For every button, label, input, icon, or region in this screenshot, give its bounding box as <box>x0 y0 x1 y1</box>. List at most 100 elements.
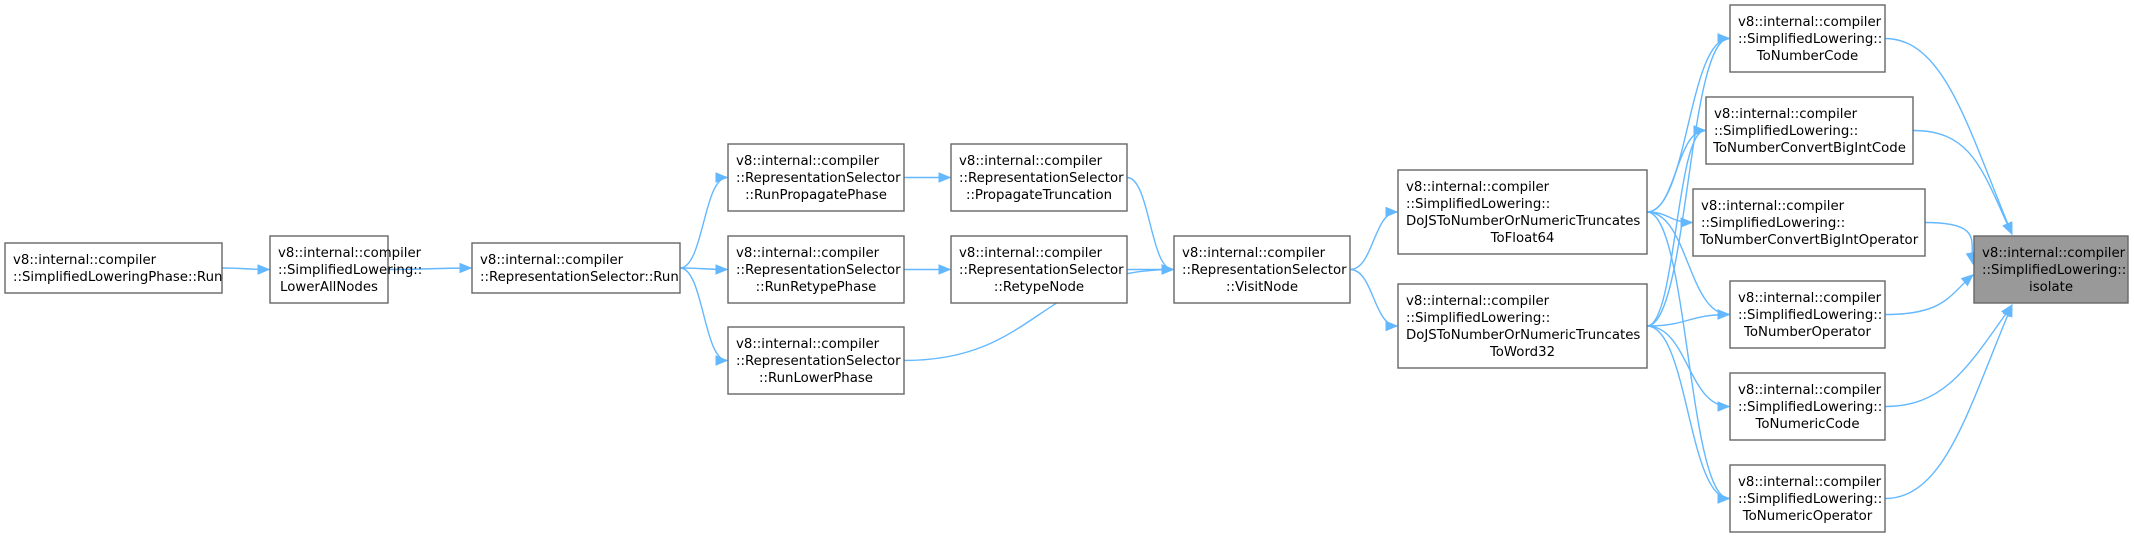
node-label-line: ToFloat64 <box>1490 231 1555 246</box>
node-to-number-convert-bigint-code[interactable]: v8::internal::compiler::SimplifiedLoweri… <box>1705 96 1914 165</box>
node-label-line: isolate <box>2029 280 2073 295</box>
node-label-line: ::RepresentationSelector <box>736 354 901 369</box>
edge-line <box>1884 37 2013 235</box>
edge-arrowhead <box>1717 401 1731 412</box>
node-label-line: v8::internal::compiler <box>736 246 880 261</box>
node-to-number-convert-bigint-operator[interactable]: v8::internal::compiler::SimplifiedLoweri… <box>1692 188 1926 257</box>
node-run-lower-phase[interactable]: v8::internal::compiler::RepresentationSe… <box>727 326 905 395</box>
node-label-line: ::SimplifiedLowering:: <box>1701 216 1845 231</box>
node-lower-all-nodes[interactable]: v8::internal::compiler::SimplifiedLoweri… <box>269 235 422 304</box>
node-label-line: v8::internal::compiler <box>1982 246 2126 261</box>
node-do-float64[interactable]: v8::internal::compiler::SimplifiedLoweri… <box>1397 169 1648 255</box>
edge-arrowhead <box>715 172 729 183</box>
node-label-line: DoJSToNumberOrNumericTruncates <box>1406 214 1640 229</box>
edge-to-number-convert-bigint-code-to-isolate <box>1912 129 2013 236</box>
edge-propagate-truncation-to-visit-node <box>1126 176 1175 275</box>
node-label-line: ToNumberOperator <box>1743 325 1871 340</box>
node-label-line: ::RunPropagatePhase <box>745 188 887 203</box>
edge-do-word32-to-to-number-convert-bigint-code <box>1646 125 1707 327</box>
edge-arrowhead <box>1717 309 1731 320</box>
node-label-line: ::SimplifiedLowering:: <box>1406 197 1550 212</box>
node-label-line: v8::internal::compiler <box>1738 291 1882 306</box>
node-label-line: v8::internal::compiler <box>480 253 624 268</box>
edge-line <box>1349 211 1398 271</box>
node-isolate[interactable]: v8::internal::compiler::SimplifiedLoweri… <box>1973 235 2129 304</box>
edge-arrowhead <box>1717 33 1731 44</box>
node-label-line: ToNumericOperator <box>1742 509 1873 524</box>
node-box <box>269 235 389 304</box>
node-label-line: ToNumberConvertBigIntOperator <box>1699 233 1919 248</box>
node-to-numeric-operator[interactable]: v8::internal::compiler::SimplifiedLoweri… <box>1729 464 1886 533</box>
node-label-line: DoJSToNumberOrNumericTruncates <box>1406 328 1640 343</box>
node-propagate-truncation[interactable]: v8::internal::compiler::RepresentationSe… <box>950 143 1128 212</box>
node-visit-node[interactable]: v8::internal::compiler::RepresentationSe… <box>1173 235 1351 304</box>
node-label-line: v8::internal::compiler <box>1182 246 1326 261</box>
edge-selector-run-to-run-propagate-phase <box>679 172 729 269</box>
edge-do-word32-to-to-number-operator <box>1646 309 1731 327</box>
node-to-number-operator[interactable]: v8::internal::compiler::SimplifiedLoweri… <box>1729 280 1886 349</box>
node-box <box>1973 235 2129 304</box>
node-label-line: ::RepresentationSelector <box>736 171 901 186</box>
edge-arrowhead <box>1717 493 1731 504</box>
node-box <box>1729 372 1886 441</box>
node-box <box>471 242 681 294</box>
edge-line <box>1924 221 1974 264</box>
node-label-line: ::RunLowerPhase <box>759 371 873 386</box>
node-selector-run[interactable]: v8::internal::compiler::RepresentationSe… <box>471 242 681 294</box>
node-box <box>727 143 905 212</box>
node-box <box>1173 235 1351 304</box>
node-label-line: v8::internal::compiler <box>1406 180 1550 195</box>
node-label-line: ::RetypeNode <box>994 280 1084 295</box>
node-box <box>1729 280 1886 349</box>
node-label-line: v8::internal::compiler <box>959 154 1103 169</box>
edge-line <box>1884 304 2013 500</box>
node-label-line: ToNumberConvertBigIntCode <box>1712 141 1906 156</box>
edge-arrowhead <box>1960 274 1975 287</box>
edge-phase-run-to-lower-all-nodes <box>221 264 271 275</box>
edge-line <box>1646 325 1730 408</box>
node-box <box>1729 4 1886 73</box>
edge-line <box>679 176 728 269</box>
node-label-line: ToWord32 <box>1489 345 1555 360</box>
node-label-line: ::RepresentationSelector <box>1182 263 1347 278</box>
edge-arrowhead <box>938 172 952 183</box>
node-box <box>1705 96 1914 165</box>
edge-selector-run-to-run-lower-phase <box>679 267 729 366</box>
edge-line <box>1646 37 1730 327</box>
edge-line <box>1912 129 2013 235</box>
edge-arrowhead <box>257 264 271 275</box>
edge-selector-run-to-run-retype-phase <box>679 264 729 275</box>
nodes-layer: v8::internal::compiler::SimplifiedLoweri… <box>4 4 2129 533</box>
node-label-line: v8::internal::compiler <box>736 154 880 169</box>
edge-line <box>1884 274 1974 316</box>
node-label-line: ::SimplifiedLowering:: <box>1738 400 1882 415</box>
node-box <box>727 235 905 304</box>
edge-arrowhead <box>1680 217 1694 228</box>
node-label-line: v8::internal::compiler <box>1701 199 1845 214</box>
node-label-line: ::SimplifiedLowering:: <box>278 263 422 278</box>
edge-arrowhead <box>938 264 952 275</box>
node-run-propagate-phase[interactable]: v8::internal::compiler::RepresentationSe… <box>727 143 905 212</box>
edge-visit-node-to-do-word32 <box>1349 268 1399 332</box>
node-to-number-code[interactable]: v8::internal::compiler::SimplifiedLoweri… <box>1729 4 1886 73</box>
node-label-line: v8::internal::compiler <box>736 337 880 352</box>
edge-to-number-operator-to-isolate <box>1884 274 1975 316</box>
node-label-line: ::SimplifiedLowering:: <box>1406 311 1550 326</box>
node-label-line: v8::internal::compiler <box>13 253 157 268</box>
edge-line <box>1349 268 1398 327</box>
node-label-line: v8::internal::compiler <box>1738 383 1882 398</box>
node-to-numeric-code[interactable]: v8::internal::compiler::SimplifiedLoweri… <box>1729 372 1886 441</box>
node-do-word32[interactable]: v8::internal::compiler::SimplifiedLoweri… <box>1397 283 1648 369</box>
node-run-retype-phase[interactable]: v8::internal::compiler::RepresentationSe… <box>727 235 905 304</box>
edge-arrowhead <box>1693 125 1707 136</box>
node-label-line: ::SimplifiedLowering:: <box>1738 308 1882 323</box>
node-phase-run[interactable]: v8::internal::compiler::SimplifiedLoweri… <box>4 242 223 294</box>
node-box <box>1692 188 1926 257</box>
edge-arrowhead <box>1161 264 1175 275</box>
node-box <box>1397 283 1648 369</box>
node-retype-node[interactable]: v8::internal::compiler::RepresentationSe… <box>950 235 1128 304</box>
node-box <box>950 235 1128 304</box>
node-label-line: v8::internal::compiler <box>278 246 422 261</box>
node-label-line: ::SimplifiedLoweringPhase::Run <box>13 270 222 285</box>
